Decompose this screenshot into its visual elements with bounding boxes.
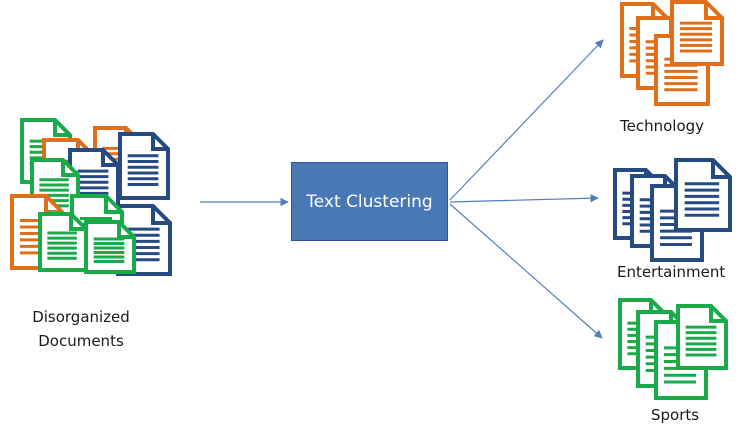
arrow-to-cluster-sports [449, 203, 603, 339]
sports-documents-stack [618, 298, 728, 400]
arrow-to-cluster-entertainment [449, 194, 599, 203]
technology-documents-stack [620, 0, 724, 106]
process-label: Text Clustering [306, 191, 433, 212]
document-icon [674, 158, 732, 232]
document-icon [670, 0, 724, 66]
cluster-label-sports: Sports [651, 406, 700, 424]
arrow-to-cluster-technology [449, 39, 604, 201]
entertainment-documents-stack [613, 158, 732, 262]
disorganized-documents-pile [10, 118, 172, 276]
document-icon [38, 212, 88, 272]
text-clustering-box: Text Clustering [291, 162, 448, 241]
source-label-line2: Documents [38, 332, 124, 350]
cluster-label-entertainment: Entertainment [617, 263, 726, 281]
document-icon [84, 220, 136, 274]
document-icon [118, 132, 170, 200]
document-icon [676, 304, 728, 370]
source-label: Disorganized Documents [8, 305, 154, 353]
source-label-line1: Disorganized [32, 308, 130, 326]
cluster-label-technology: Technology [620, 117, 705, 135]
